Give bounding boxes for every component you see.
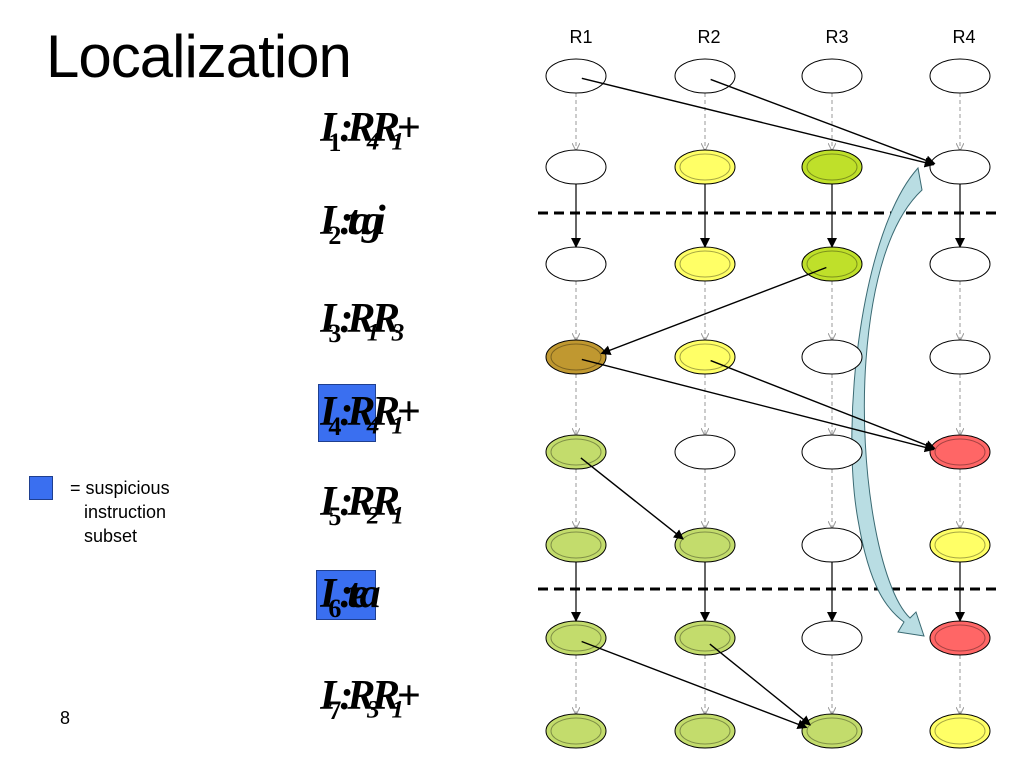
node-r2-step2 bbox=[674, 246, 736, 282]
legend-prefix: = bbox=[70, 478, 81, 498]
node-r1-step0 bbox=[545, 58, 607, 94]
node-r4-step3 bbox=[929, 339, 991, 375]
node-inner-ring bbox=[934, 531, 986, 559]
dataflow-arrow bbox=[581, 358, 935, 453]
instruction-operands: R₂R₁ bbox=[347, 479, 405, 525]
node-r2-step4 bbox=[674, 434, 736, 470]
instruction-1: I1:R₄R₁+ bbox=[320, 104, 552, 152]
dataflow-arrow bbox=[710, 78, 936, 166]
dataflow-arrow bbox=[580, 457, 684, 540]
shadow-arrow-curve bbox=[851, 166, 925, 637]
column-label-r1: R1 bbox=[569, 27, 593, 47]
dataflow-arrow bbox=[709, 643, 811, 726]
node-r1-step2 bbox=[545, 246, 607, 282]
node-inner-ring bbox=[806, 153, 858, 181]
node-r4-step2 bbox=[929, 246, 991, 282]
instruction-operands: R₄R₁+ bbox=[347, 389, 420, 435]
instruction-index: 7 bbox=[328, 696, 341, 720]
node-r2-step3 bbox=[674, 339, 736, 375]
column-label-r4: R4 bbox=[952, 27, 976, 47]
node-r4-step7 bbox=[929, 713, 991, 749]
slide-title: Localization bbox=[46, 23, 352, 90]
node-r2-step5 bbox=[674, 527, 736, 563]
node-r2-step7 bbox=[674, 713, 736, 749]
node-inner-ring bbox=[806, 717, 858, 745]
node-r1-step7 bbox=[545, 713, 607, 749]
dataflow-arrow bbox=[581, 640, 808, 729]
dataflow-arrow bbox=[710, 359, 936, 450]
black-arrows bbox=[571, 77, 965, 729]
dataflow-arrow bbox=[600, 266, 827, 355]
instruction-index: 4 bbox=[328, 412, 341, 436]
node-r1-step6 bbox=[545, 620, 607, 656]
suspicious-marker-4 bbox=[318, 384, 376, 442]
shadow-arrow bbox=[851, 166, 925, 637]
node-r3-step6 bbox=[801, 620, 863, 656]
legend-line-2: instruction bbox=[84, 502, 167, 522]
node-inner-ring bbox=[934, 438, 986, 466]
node-inner-ring bbox=[550, 343, 602, 371]
instruction-4: I4:R₄R₁+ bbox=[320, 388, 560, 436]
instruction-operands: R₄R₁+ bbox=[347, 105, 420, 151]
instruction-7: I7:R₃R₁+ bbox=[320, 672, 552, 720]
node-inner-ring bbox=[679, 343, 731, 371]
instruction-index: 1 bbox=[328, 128, 341, 152]
gray-arrows bbox=[576, 93, 960, 714]
node-r2-step6 bbox=[674, 620, 736, 656]
node-inner-ring bbox=[679, 717, 731, 745]
legend-line-3: subset bbox=[84, 526, 138, 546]
slide-number: 8 bbox=[60, 708, 71, 728]
instruction-operands: R₁R₃ bbox=[347, 296, 405, 342]
legend-line-1: suspicious bbox=[85, 478, 170, 498]
node-inner-ring bbox=[679, 624, 731, 652]
node-inner-ring bbox=[550, 531, 602, 559]
dividers bbox=[538, 211, 1000, 591]
node-inner-ring bbox=[550, 438, 602, 466]
node-inner-ring bbox=[679, 250, 731, 278]
column-label-r3: R3 bbox=[825, 27, 849, 47]
node-inner-ring bbox=[550, 624, 602, 652]
instruction-index: 2 bbox=[328, 221, 341, 245]
node-inner-ring bbox=[934, 624, 986, 652]
dataflow-arrow bbox=[581, 77, 935, 168]
node-inner-ring bbox=[934, 717, 986, 745]
node-inner-ring bbox=[679, 531, 731, 559]
instruction-6: I6:tea bbox=[320, 570, 460, 618]
legend-swatch bbox=[29, 476, 53, 500]
node-r1-step1 bbox=[545, 149, 607, 185]
node-r3-step4 bbox=[801, 434, 863, 470]
node-r2-step0 bbox=[674, 58, 736, 94]
node-r3-step5 bbox=[801, 527, 863, 563]
instruction-2: I2:tagi bbox=[320, 197, 480, 245]
node-r1-step5 bbox=[545, 527, 607, 563]
suspicious-marker-6 bbox=[316, 570, 376, 620]
node-r4-step5 bbox=[929, 527, 991, 563]
instruction-operands: R₃R₁+ bbox=[347, 673, 420, 719]
node-r1-step4 bbox=[545, 434, 607, 470]
column-label-r2: R2 bbox=[697, 27, 721, 47]
node-r3-step1 bbox=[801, 149, 863, 185]
node-r4-step1 bbox=[929, 149, 991, 185]
node-r3-step7 bbox=[801, 713, 863, 749]
instruction-index: 3 bbox=[328, 319, 341, 343]
node-inner-ring bbox=[550, 717, 602, 745]
node-inner-ring bbox=[679, 153, 731, 181]
node-r2-step1 bbox=[674, 149, 736, 185]
instruction-index: 6 bbox=[328, 594, 341, 618]
node-r3-step3 bbox=[801, 339, 863, 375]
node-inner-ring bbox=[806, 250, 858, 278]
node-r4-step0 bbox=[929, 58, 991, 94]
instruction-3: I3:R₁R₃ bbox=[320, 295, 500, 343]
instruction-5: I5:R₂R₁ bbox=[320, 478, 506, 526]
node-r4-step4 bbox=[929, 434, 991, 470]
node-r4-step6 bbox=[929, 620, 991, 656]
legend-text: = suspicious instruction subset bbox=[70, 476, 210, 548]
node-r3-step0 bbox=[801, 58, 863, 94]
node-r1-step3 bbox=[545, 339, 607, 375]
instruction-index: 5 bbox=[328, 502, 341, 526]
node-r3-step2 bbox=[801, 246, 863, 282]
